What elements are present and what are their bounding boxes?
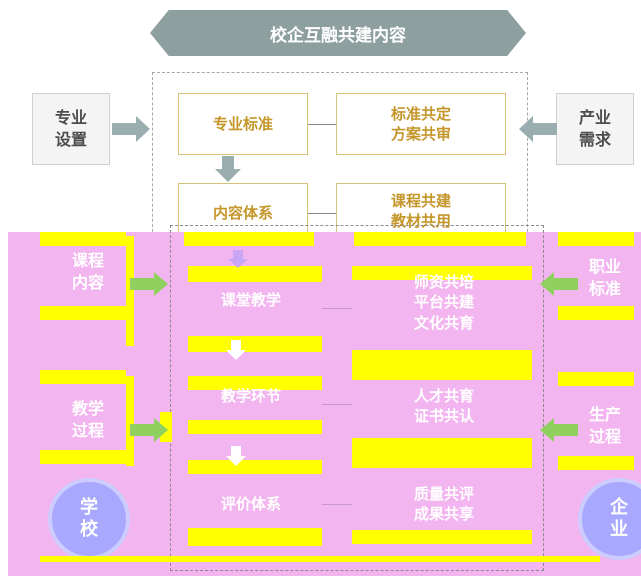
major-setting-box: 专业 设置 [32,93,110,165]
stage-evaluation: 评价体系 [220,495,281,513]
professional-standard-box: 职业 标准 [588,257,621,298]
highlight-bar [40,450,126,464]
highlight-bar [184,232,314,246]
arrow-left-icon [540,418,578,442]
highlight-bar [126,376,134,466]
highlight-bar [40,232,126,246]
teacher-platform-culture-box: 师资共培 平台共建 文化共育 [413,273,474,332]
highlight-bar [188,460,322,474]
highlight-bar [558,306,634,320]
arrow-down-icon [228,250,248,268]
highlight-bar [40,370,126,384]
arrow-left-icon [519,116,557,142]
connector [322,404,352,405]
talent-certificate-box: 人才共育 证书共认 [413,387,474,426]
highlight-bar [352,350,532,380]
production-process-box: 生产 过程 [588,405,621,446]
industry-demand-box: 产业 需求 [556,93,634,165]
highlight-bar [352,530,532,544]
highlight-bar [40,306,126,320]
inner-frame [170,225,544,571]
standard-plan-box: 标准共定 方案共审 [336,93,506,155]
quality-outcome-box: 质量共评 成果共享 [413,485,474,524]
arrow-left-icon [540,272,578,296]
connector [308,124,336,125]
banner-title: 校企互融共建内容 [270,25,406,46]
arrow-down-icon [226,340,246,360]
connector [322,308,352,309]
title-banner: 校企互融共建内容 [150,10,526,56]
content-frame [152,72,528,242]
highlight-bar [188,420,322,434]
connector [322,504,352,505]
arrow-down-icon [215,156,241,182]
highlight-bar [188,336,322,352]
highlight-bar [354,232,526,246]
highlight-bar [40,556,600,562]
highlight-bar [188,528,322,546]
highlight-bar [160,412,172,442]
teaching-process-box: 教学 过程 [71,399,104,440]
course-content-box: 课程 内容 [71,251,104,292]
highlight-bar [188,266,322,282]
connector [308,213,336,214]
school-circle: 学 校 [48,478,130,560]
course-materials-box: 课程共建 教材共用 [336,183,506,239]
arrow-right-icon [130,272,168,296]
arrow-down-icon [226,446,246,466]
stage-teaching: 教学环节 [220,387,281,405]
highlight-bar [558,372,634,386]
highlight-bar [558,232,634,246]
highlight-bar [352,438,532,468]
stage-classroom: 课堂教学 [220,291,281,309]
arrow-right-icon [130,418,168,442]
major-standard-box: 专业标准 [178,93,308,155]
highlight-bar [188,376,322,390]
highlight-bar [558,456,634,470]
highlight-bar [126,236,134,346]
arrow-right-icon [112,116,150,142]
enterprise-circle: 企 业 [578,478,641,560]
highlight-bar [352,266,532,280]
